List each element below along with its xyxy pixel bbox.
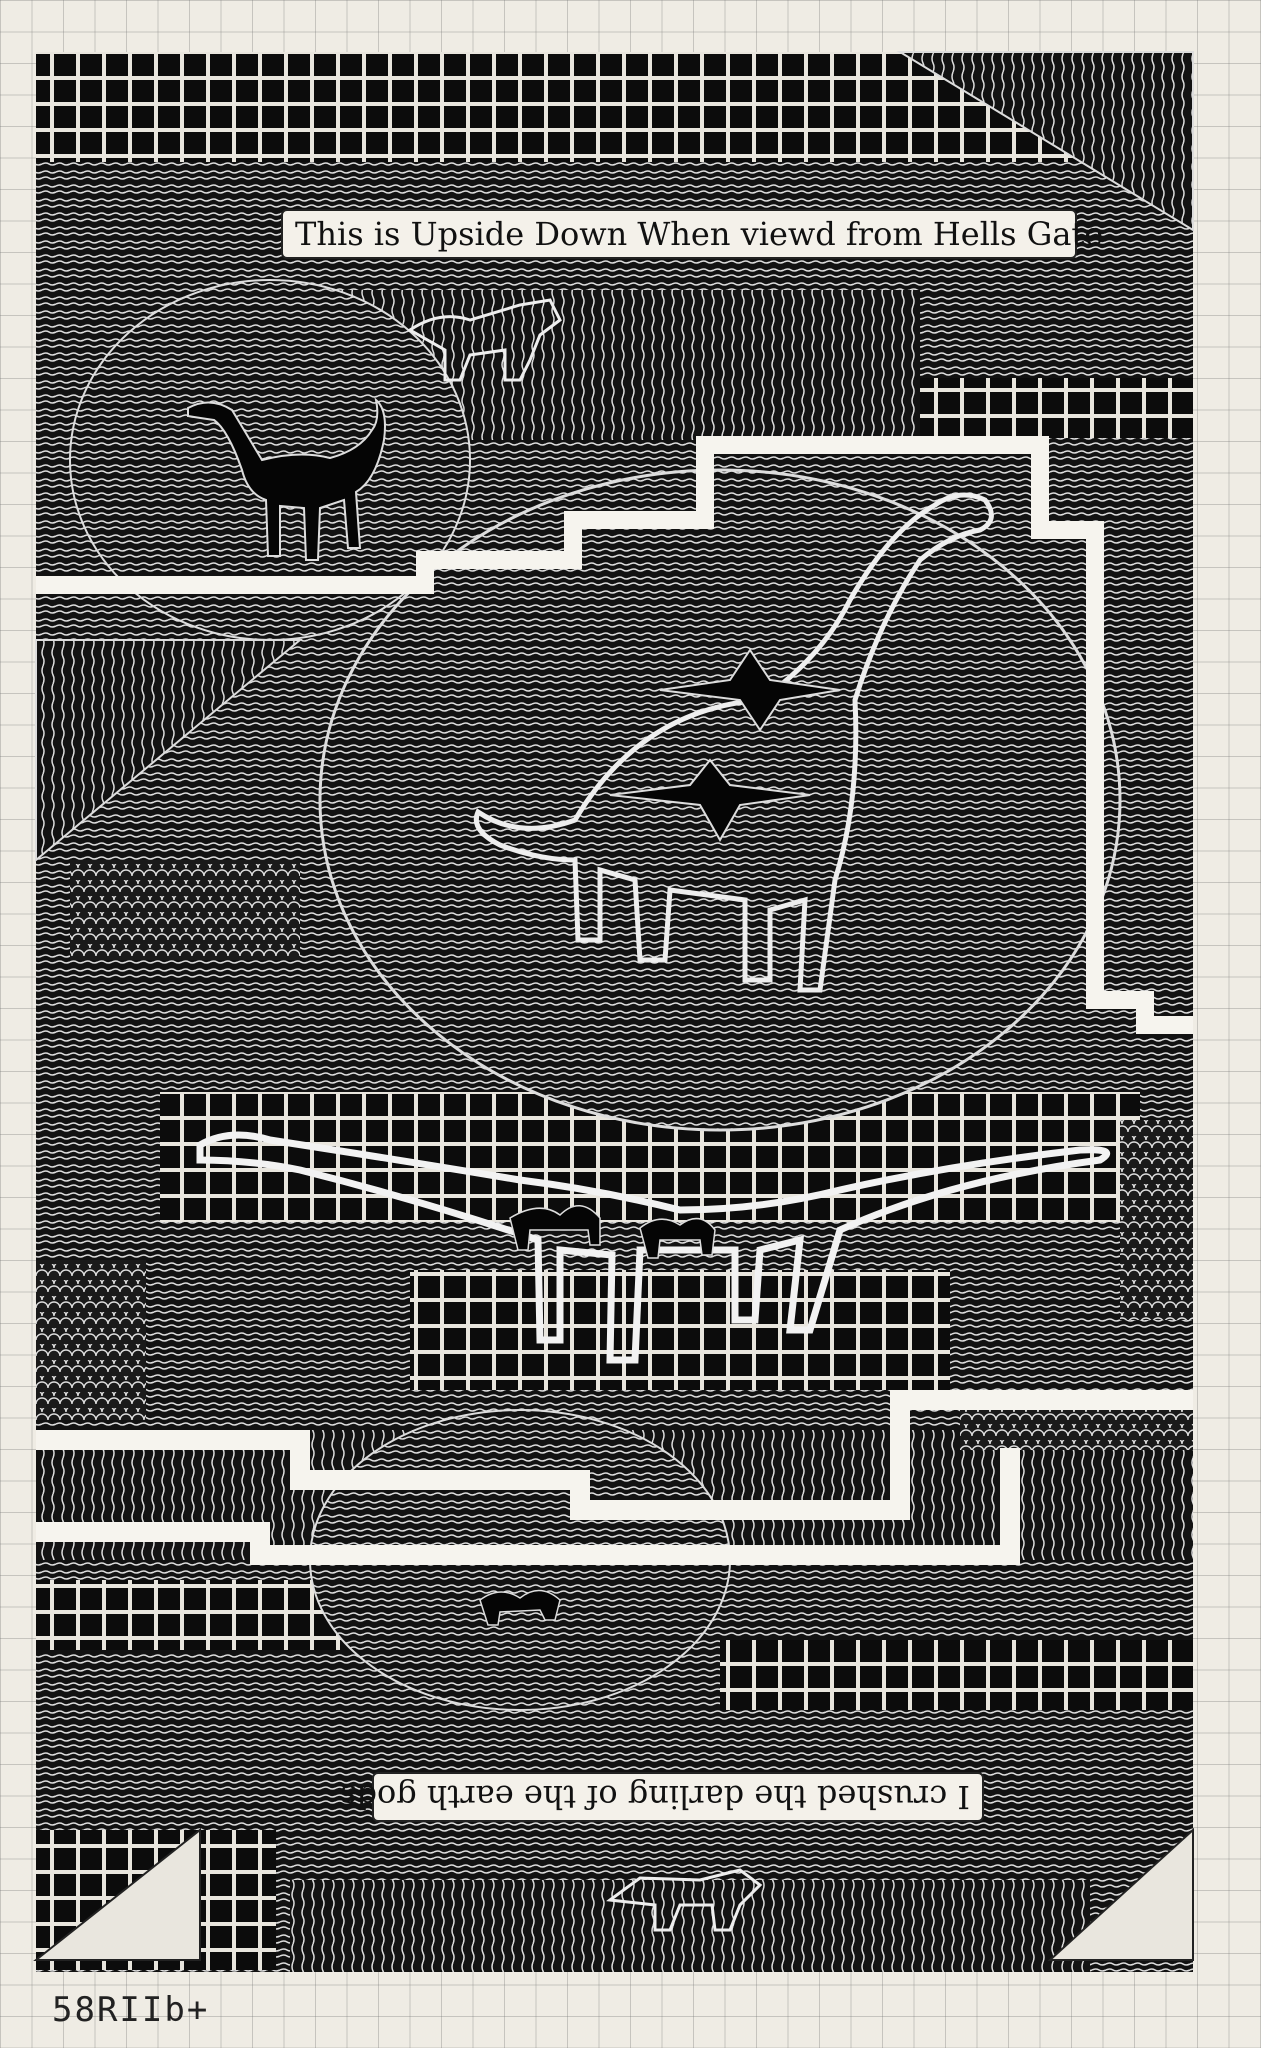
scale-region [70, 860, 300, 960]
page-number: 58RIIb+ [52, 1990, 210, 2030]
caption-bottom-upside-down: I crushed the darling of the earth gods [340, 1772, 984, 1822]
block-band [720, 1640, 1193, 1710]
dinosaur-silhouette [187, 397, 386, 561]
hatch-region [290, 1880, 1090, 1972]
caption-top: This is Upside Down When viewd from Hell… [281, 209, 1103, 259]
bird-silhouette [609, 758, 811, 843]
camel-silhouette [479, 1589, 561, 1626]
stepped-path [36, 1448, 1020, 1565]
critter-outline [407, 298, 562, 382]
bird-silhouette [659, 648, 841, 732]
triangle-motif [896, 51, 1194, 232]
triangle-motif [33, 1827, 201, 1961]
critter-outline [606, 1868, 763, 1932]
camel-silhouette [639, 1217, 716, 1259]
triangle-motif [35, 639, 303, 863]
stepped-path [36, 436, 1193, 1034]
scale-region [36, 1260, 146, 1420]
scale-region [1120, 1120, 1193, 1320]
block-band [410, 1270, 950, 1390]
camel-silhouette [509, 1205, 601, 1251]
longneck-outline [196, 1131, 1111, 1364]
stepped-path [36, 1390, 1193, 1520]
triangle-motif [1047, 1827, 1194, 1961]
